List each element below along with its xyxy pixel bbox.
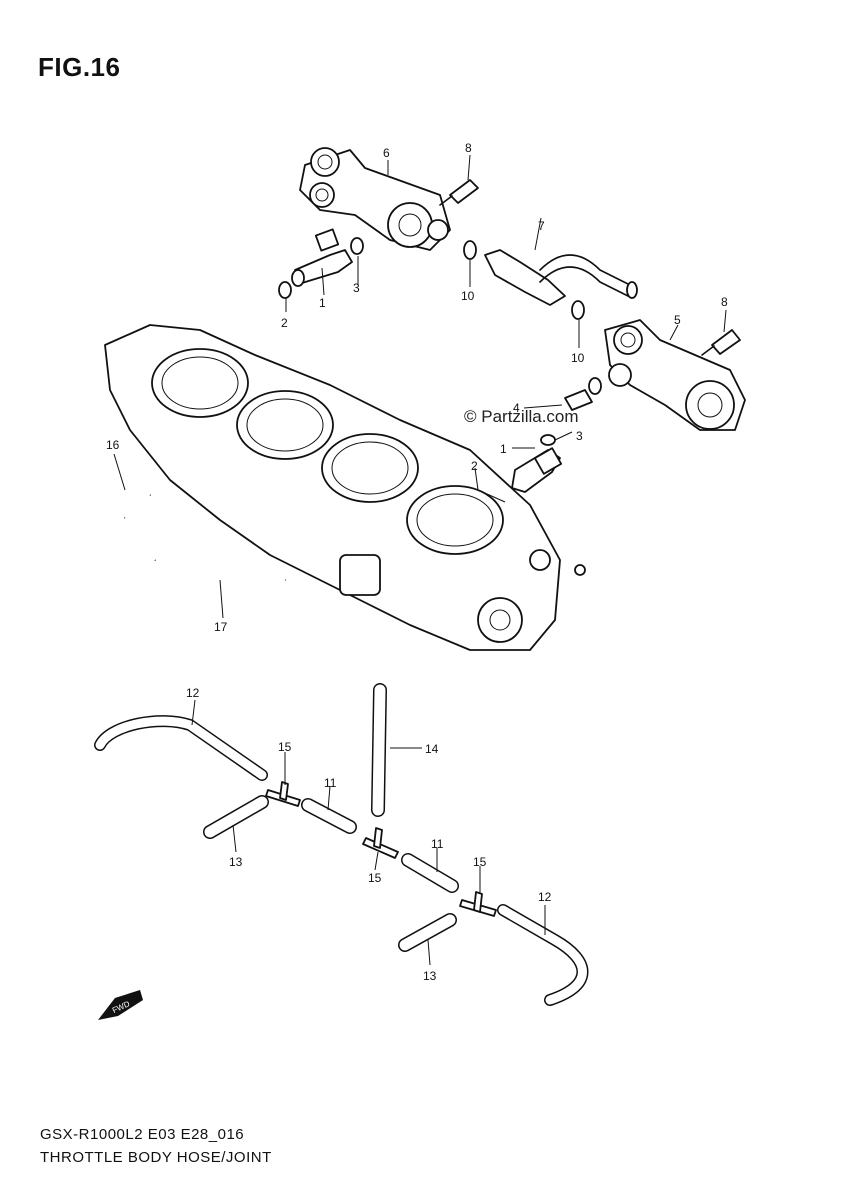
callout-8-upper: 8	[465, 141, 472, 155]
callout-16: 16	[106, 438, 120, 452]
model-code: GSX-R1000L2 E03 E28_016	[40, 1126, 245, 1143]
callout-8-lower: 8	[721, 295, 728, 309]
callout-11-lower: 11	[431, 837, 444, 851]
joint-15-middle[interactable]	[362, 827, 399, 859]
callout-7: 7	[538, 219, 545, 233]
o-ring-10-lower[interactable]	[571, 300, 585, 320]
callout-6: 6	[383, 146, 390, 160]
section-name: THROTTLE BODY HOSE/JOINT	[40, 1149, 272, 1166]
fuel-delivery-pipe-upper[interactable]	[299, 147, 451, 251]
callout-14: 14	[425, 742, 439, 756]
callout-10-lower: 10	[571, 351, 585, 365]
fuel-injector-upper[interactable]	[291, 228, 353, 287]
bolt-upper[interactable]	[439, 179, 479, 206]
o-ring-2-upper[interactable]	[278, 281, 292, 299]
callout-13-upper: 13	[229, 855, 243, 869]
callout-labels: 1 2 3 6 8 7 10 10 5 8 4 3 1 2 16 17 12 1…	[106, 141, 728, 983]
o-ring-3-lower[interactable]	[540, 434, 556, 446]
forward-arrow-icon: FWD	[98, 990, 143, 1020]
throttle-hose-16[interactable]	[95, 483, 158, 563]
fuel-delivery-pipe-lower[interactable]	[604, 319, 746, 431]
o-ring-3-mid[interactable]	[588, 377, 602, 395]
hose-12-upper[interactable]	[94, 715, 268, 781]
callout-15-middle: 15	[368, 871, 382, 885]
o-ring-3-upper[interactable]	[350, 237, 364, 255]
callout-13-lower: 13	[423, 969, 437, 983]
callout-12-lower: 12	[538, 890, 552, 904]
o-ring-10-upper[interactable]	[463, 240, 477, 260]
bolt-lower[interactable]	[701, 329, 741, 356]
callout-15-upper: 15	[278, 740, 292, 754]
hose-11-upper[interactable]	[301, 798, 357, 834]
watermark: © Partzilla.com	[464, 407, 579, 426]
throttle-body-assembly[interactable]	[104, 324, 586, 651]
hose-11-lower[interactable]	[401, 853, 459, 893]
callout-4: 4	[513, 401, 520, 415]
hose-12-lower[interactable]	[497, 904, 589, 1006]
hose-13-upper[interactable]	[203, 795, 269, 839]
fuel-feed-pipe[interactable]	[484, 249, 638, 306]
figure-title: FIG.16	[38, 52, 121, 82]
callout-11-upper: 11	[324, 776, 337, 790]
callout-12-upper: 12	[186, 686, 200, 700]
fuel-injector-lower[interactable]	[511, 447, 563, 493]
callout-17: 17	[214, 620, 228, 634]
callout-3-lower: 3	[576, 429, 583, 443]
cushion-4[interactable]	[564, 389, 593, 411]
callout-1-upper: 1	[319, 296, 326, 310]
joint-15-lower[interactable]	[459, 891, 497, 917]
callout-2-lower: 2	[471, 459, 478, 473]
leader-lines	[113, 154, 727, 966]
callout-15-lower: 15	[473, 855, 487, 869]
callout-1-lower: 1	[500, 442, 507, 456]
callout-3-upper: 3	[353, 281, 360, 295]
callout-2-upper: 2	[281, 316, 288, 330]
callout-10-upper: 10	[461, 289, 475, 303]
hose-13-lower[interactable]	[398, 913, 457, 952]
callout-5: 5	[674, 313, 681, 327]
joint-15-upper[interactable]	[265, 781, 301, 807]
hose-14[interactable]	[371, 683, 387, 817]
throttle-hose-17[interactable]	[123, 515, 286, 583]
